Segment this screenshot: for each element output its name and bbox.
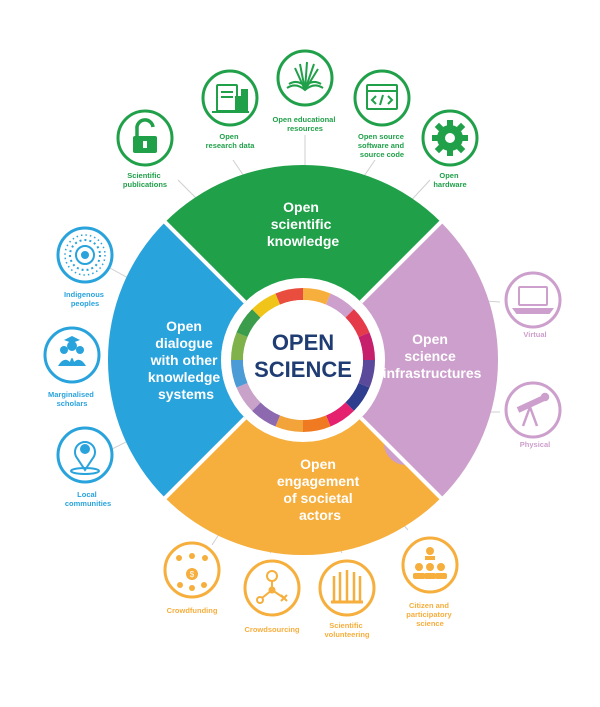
center-ring-slice bbox=[345, 309, 370, 338]
audience-icon bbox=[413, 547, 447, 579]
svg-text:Open hardware: Open hardware bbox=[433, 171, 466, 189]
segment-label-green: Open scientific knowledge bbox=[267, 199, 340, 249]
center-ring-slice bbox=[231, 360, 248, 388]
laptop-icon bbox=[512, 286, 554, 314]
svg-text:Crowdfunding: Crowdfunding bbox=[167, 606, 218, 615]
center-title-line1: OPEN bbox=[272, 330, 334, 355]
icon-open-educational-resources[interactable]: Open educational resources bbox=[272, 49, 337, 133]
puzzle-knob-purple bbox=[384, 421, 428, 465]
segment-label-purple: Open science infrastructures bbox=[383, 331, 482, 381]
svg-text:Marginalised scholars: Marginalised scholars bbox=[48, 390, 96, 408]
center-ring-slice bbox=[345, 382, 370, 411]
center-title-line2: SCIENCE bbox=[254, 357, 352, 382]
raised-hands-icon bbox=[331, 570, 363, 604]
svg-text:$: $ bbox=[190, 570, 195, 579]
telescope-icon bbox=[516, 392, 550, 427]
open-padlock-icon bbox=[133, 118, 157, 153]
icon-crowdsourcing[interactable]: Crowdsourcing bbox=[243, 559, 301, 634]
svg-text:Physical: Physical bbox=[520, 440, 550, 449]
center-ring-slice bbox=[252, 402, 281, 427]
icon-physical[interactable]: Physical bbox=[504, 381, 562, 449]
svg-text:Open educational resourc: Open educational resources bbox=[272, 115, 337, 133]
network-icon bbox=[256, 570, 288, 604]
center-ring-slice bbox=[275, 415, 303, 432]
puzzle-knob-blue bbox=[176, 261, 220, 305]
center-ring-slice bbox=[325, 293, 354, 318]
segment-label-orange: Open engagement of societal actors bbox=[277, 456, 363, 523]
center-ring-slice bbox=[325, 402, 354, 427]
center-ring-slice bbox=[358, 360, 375, 388]
center-ring-slice bbox=[358, 332, 375, 360]
center-ring-slice bbox=[236, 309, 261, 338]
segment-divider bbox=[162, 416, 247, 501]
icon-virtual[interactable]: Virtual bbox=[504, 271, 562, 339]
icon-open-research-data[interactable]: Open research data bbox=[201, 69, 259, 150]
center-ring-slice bbox=[252, 293, 281, 318]
svg-text:Scientific publications: Scientific publications bbox=[123, 171, 167, 189]
segment-divider bbox=[359, 416, 444, 501]
svg-text:Open source software and: Open source software and source code bbox=[358, 132, 406, 159]
svg-text:Scientific volunteering: Scientific volunteering bbox=[324, 621, 369, 639]
data-chart-icon bbox=[212, 84, 249, 113]
icon-indigenous-peoples[interactable]: Indigenous peoples bbox=[56, 226, 114, 308]
code-window-icon bbox=[366, 84, 398, 110]
icon-scientific-volunteering[interactable]: Scientific volunteering bbox=[318, 559, 376, 639]
svg-text:Citizen and participator: Citizen and participatory science bbox=[406, 601, 454, 628]
segment-label-blue: Open dialogue with other knowledge syste… bbox=[148, 318, 224, 402]
svg-text:Local communities: Local communities bbox=[65, 490, 111, 508]
map-pin-people-icon bbox=[70, 441, 100, 475]
center-color-ring bbox=[231, 288, 375, 432]
puzzle-knob-orange bbox=[206, 444, 250, 488]
concentric-dots-icon bbox=[64, 234, 106, 276]
segment-divider bbox=[359, 219, 444, 304]
center-disc bbox=[243, 300, 363, 420]
open-book-icon bbox=[286, 61, 324, 92]
center-ring-slice bbox=[303, 415, 331, 432]
money-network-icon: $ bbox=[176, 553, 208, 591]
segment-divider bbox=[162, 219, 247, 304]
icon-crowdfunding[interactable]: $ Crowdfunding bbox=[163, 541, 221, 615]
center-ring-slice bbox=[236, 382, 261, 411]
icon-citizen-participatory-science[interactable]: Citizen and participatory science bbox=[401, 536, 459, 628]
center-ring-slice bbox=[303, 288, 331, 305]
center-ring-slice bbox=[275, 288, 303, 305]
puzzle-knob-green bbox=[361, 228, 405, 272]
icon-open-source-software[interactable]: Open source software and source code bbox=[353, 69, 411, 159]
gear-icon bbox=[432, 120, 468, 156]
svg-text:Indigenous peoples: Indigenous peoples bbox=[64, 290, 106, 308]
svg-text:Crowdsourcing: Crowdsourcing bbox=[244, 625, 299, 634]
center-ring-slice bbox=[231, 332, 248, 360]
svg-text:Virtual: Virtual bbox=[523, 330, 546, 339]
icon-open-hardware[interactable]: Open hardware bbox=[421, 109, 479, 189]
puzzle-ring bbox=[107, 164, 499, 556]
icon-local-communities[interactable]: Local communities bbox=[56, 426, 114, 508]
svg-text:Open research data: Open research data bbox=[206, 132, 256, 150]
icon-marginalised-scholars[interactable]: Marginalised scholars bbox=[43, 326, 101, 408]
icon-scientific-publications[interactable]: Scientific publications bbox=[116, 109, 174, 189]
scholars-icon bbox=[58, 336, 86, 366]
